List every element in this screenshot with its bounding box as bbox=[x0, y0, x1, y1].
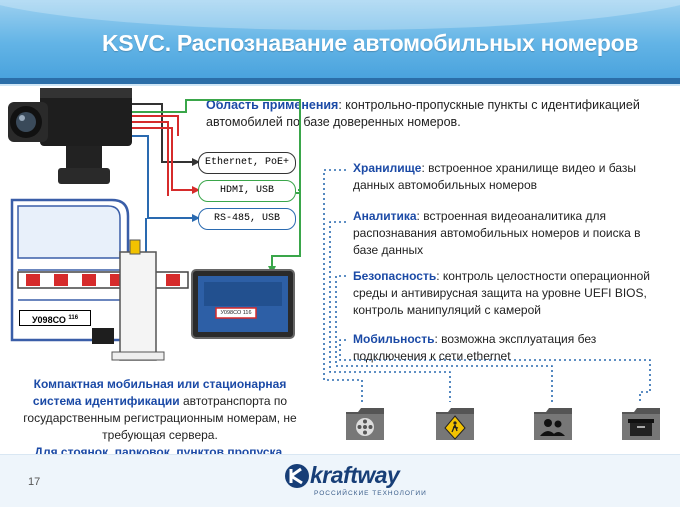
application-text: : контрольно-пропускные пункты с идентиф… bbox=[206, 98, 640, 129]
page-number: 17 bbox=[28, 476, 41, 488]
ethernet-poe-box: Ethernet, PoE+ bbox=[198, 152, 296, 174]
feature-connectors bbox=[323, 169, 651, 402]
slide-header bbox=[0, 0, 680, 78]
feature-storage-label: Хранилище bbox=[353, 161, 422, 175]
archive-folder-icon bbox=[620, 404, 662, 442]
caution-folder-icon bbox=[434, 404, 476, 442]
feature-security-text: : контроль целостности операционной сред… bbox=[353, 269, 650, 317]
application-area: Область применения: контрольно-пропускны… bbox=[206, 97, 646, 131]
feature-analytics: Аналитика: встроенная видеоаналитика для… bbox=[353, 208, 663, 259]
feature-security-label: Безопасность bbox=[353, 269, 437, 283]
feature-storage-text: : встроенное хранилище видео и базы данн… bbox=[353, 161, 636, 192]
feature-mobility-text: : возможна эксплуатация без подключения … bbox=[353, 332, 597, 363]
camera-icon bbox=[8, 88, 132, 184]
feature-analytics-label: Аналитика bbox=[353, 209, 417, 223]
vehicle-illustration bbox=[10, 198, 130, 344]
feature-mobility: Мобильность: возможна эксплуатация без п… bbox=[353, 331, 663, 365]
caption-body: автотранспорта по государственным регист… bbox=[23, 394, 297, 442]
header-divider bbox=[0, 78, 680, 84]
feature-storage: Хранилище: встроенное хранилище видео и … bbox=[353, 160, 663, 194]
header-divider-light bbox=[0, 84, 680, 86]
plate-number: У098СО bbox=[31, 315, 66, 325]
users-folder-icon bbox=[532, 404, 574, 442]
brand-name: kraftway bbox=[310, 462, 400, 488]
film-folder-icon bbox=[344, 404, 386, 442]
monitor-illustration bbox=[191, 269, 295, 339]
feature-mobility-label: Мобильность bbox=[353, 332, 435, 346]
cable-lines bbox=[132, 99, 301, 270]
brand-tagline: РОССИЙСКИЕ ТЕХНОЛОГИИ bbox=[314, 490, 427, 497]
system-caption: Компактная мобильная или стационарная си… bbox=[20, 376, 300, 461]
slide-footer bbox=[0, 454, 680, 507]
slide-title: KSVC. Распознавание автомобильных номеро… bbox=[102, 30, 639, 56]
kraftway-logo: kraftway РОССИЙСКИЕ ТЕХНОЛОГИИ bbox=[284, 462, 426, 500]
plate-region: 116 bbox=[68, 315, 79, 321]
rs485-usb-box: RS-485, USB bbox=[198, 208, 296, 230]
barrier-gate bbox=[17, 239, 189, 361]
feature-analytics-text: : встроенная видеоаналитика для распозна… bbox=[353, 209, 641, 257]
feature-security: Безопасность: контроль целостности опера… bbox=[353, 268, 663, 319]
kraftway-logo-icon bbox=[285, 464, 309, 488]
hdmi-usb-box: HDMI, USB bbox=[198, 180, 296, 202]
application-label: Область применения bbox=[206, 98, 339, 112]
caption-lead: Компактная мобильная или стационарная си… bbox=[32, 377, 287, 408]
license-plate: У098СО 116 bbox=[19, 310, 91, 326]
monitor-plate-text: У098СО 116 bbox=[220, 310, 252, 316]
